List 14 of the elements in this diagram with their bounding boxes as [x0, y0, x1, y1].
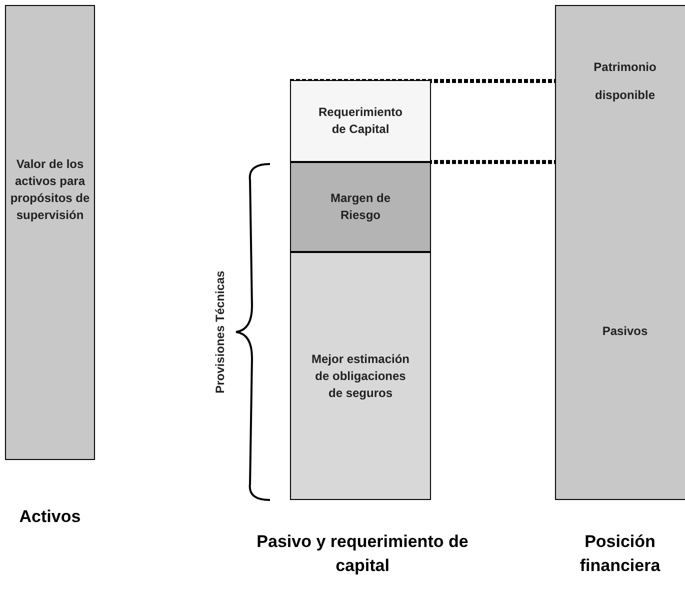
- bar-text: Valor de los activos para propósitos de supervisión: [10, 156, 90, 224]
- block-text: Margen de Riesgo: [329, 190, 392, 224]
- block-text: Pasivos: [601, 322, 649, 340]
- block-text: Mejor estimación de obligaciones de seguros: [310, 350, 410, 402]
- column-caption: Posición financiera: [578, 531, 662, 577]
- block-text: Requerimiento de Capital: [317, 104, 404, 138]
- column-caption: Activos: [18, 506, 82, 528]
- capital-block: [290, 80, 431, 162]
- column-caption: Pasivo y requerimiento de capital: [256, 531, 470, 577]
- estimate-block: [290, 252, 431, 500]
- risk-margin-block: [290, 162, 431, 252]
- block-text: Patrimonio disponible: [592, 59, 658, 104]
- vertical-label: Provisiones Técnicas: [212, 270, 228, 396]
- asset-bar: [5, 5, 95, 460]
